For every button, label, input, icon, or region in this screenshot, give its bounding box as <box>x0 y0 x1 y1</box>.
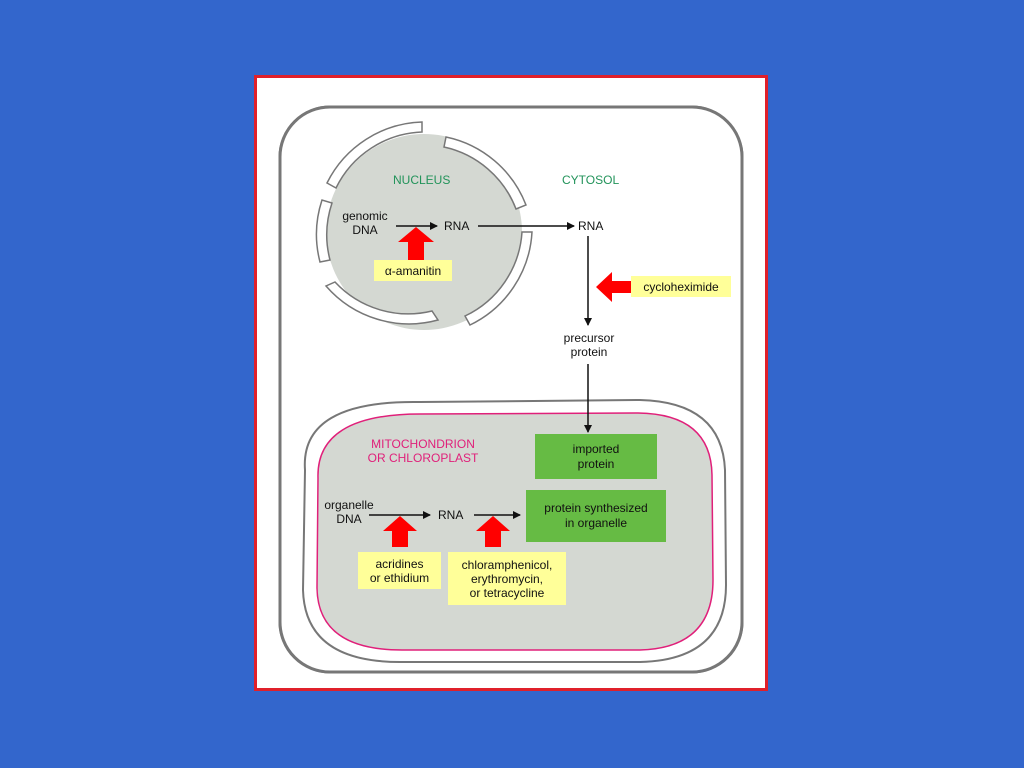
precursor-line1: precursor <box>563 331 615 345</box>
acridines-box: acridines or ethidium <box>358 552 441 589</box>
nucleus-label: NUCLEUS <box>393 173 451 187</box>
imported-protein-box: imported protein <box>535 434 657 479</box>
antibiotics-line1: chloramphenicol, <box>461 557 553 572</box>
organelle-label-line2: OR CHLOROPLAST <box>367 451 479 465</box>
amanitin-box: α-amanitin <box>374 260 452 281</box>
inhibitor-arrow-acridines <box>383 516 417 547</box>
genomic-dna-label: genomic DNA <box>333 209 397 237</box>
organelle-dna-label: organelle DNA <box>319 498 379 526</box>
inhibitor-arrow-antibiotics <box>476 516 510 547</box>
synth-line2: in organelle <box>564 516 628 530</box>
precursor-line2: protein <box>570 345 608 359</box>
cycloheximide-box: cycloheximide <box>631 276 731 297</box>
synthesized-protein-box: protein synthesized in organelle <box>526 490 666 542</box>
organelle-label: MITOCHONDRION OR CHLOROPLAST <box>358 437 488 465</box>
acridines-line2: or ethidium <box>369 570 430 585</box>
imported-line2: protein <box>577 456 615 471</box>
imported-line1: imported <box>572 441 620 456</box>
acridines-line1: acridines <box>375 556 424 571</box>
organelle-dna-line2: DNA <box>336 512 362 526</box>
precursor-protein-label: precursor protein <box>553 331 625 359</box>
genomic-dna-line1: genomic <box>342 209 388 223</box>
organelle-dna-line1: organelle <box>324 498 374 512</box>
organelle-label-line1: MITOCHONDRION <box>371 437 475 451</box>
antibiotics-line2: erythromycin, <box>470 571 544 586</box>
nucleus <box>315 121 533 330</box>
cytosol-rna-label: RNA <box>578 219 604 233</box>
nuclear-rna-label: RNA <box>444 219 470 233</box>
antibiotics-line3: or tetracycline <box>469 585 545 600</box>
organelle-rna-label: RNA <box>438 508 464 522</box>
cytosol-label: CYTOSOL <box>562 173 620 187</box>
synth-line1: protein synthesized <box>544 501 648 515</box>
inhibitor-arrow-amanitin <box>398 227 434 262</box>
inhibitor-arrow-cycloheximide <box>596 272 632 302</box>
antibiotics-box: chloramphenicol, erythromycin, or tetrac… <box>448 552 566 605</box>
genomic-dna-line2: DNA <box>352 223 378 237</box>
